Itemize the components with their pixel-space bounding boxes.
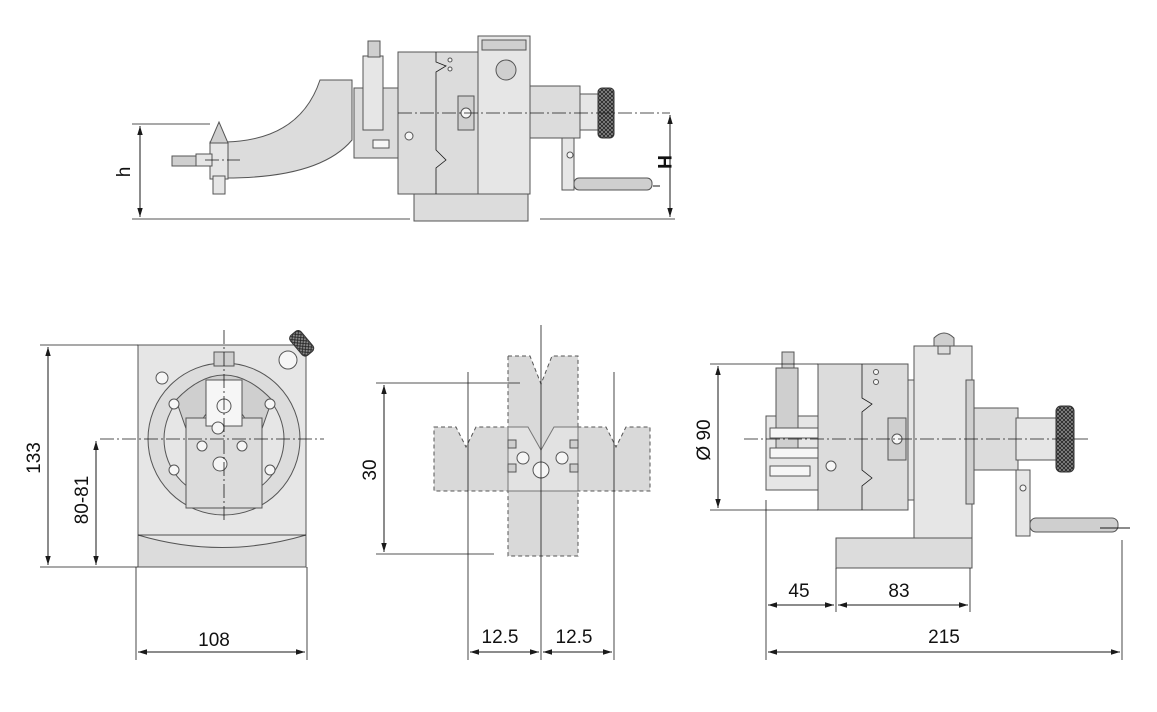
dim-30-label: 30 bbox=[360, 459, 381, 480]
top-side-view bbox=[132, 35, 675, 222]
dim-12-5-right-label: 12.5 bbox=[556, 627, 593, 648]
dim-215-label: 215 bbox=[928, 627, 960, 648]
front-view bbox=[40, 329, 324, 660]
right-side-view bbox=[710, 332, 1130, 660]
dim-H-label: H bbox=[653, 155, 674, 169]
dim-diameter-label: Ø 90 bbox=[694, 419, 715, 460]
dim-h-label: h bbox=[114, 167, 135, 178]
dim-83-label: 83 bbox=[888, 581, 909, 602]
v-block-view bbox=[376, 325, 651, 660]
dim-133-label: 133 bbox=[24, 442, 45, 474]
dim-12-5-left-label: 12.5 bbox=[482, 627, 519, 648]
dim-80-81-label: 80-81 bbox=[72, 476, 93, 525]
dim-108-label: 108 bbox=[198, 630, 230, 651]
dim-45-label: 45 bbox=[788, 581, 809, 602]
